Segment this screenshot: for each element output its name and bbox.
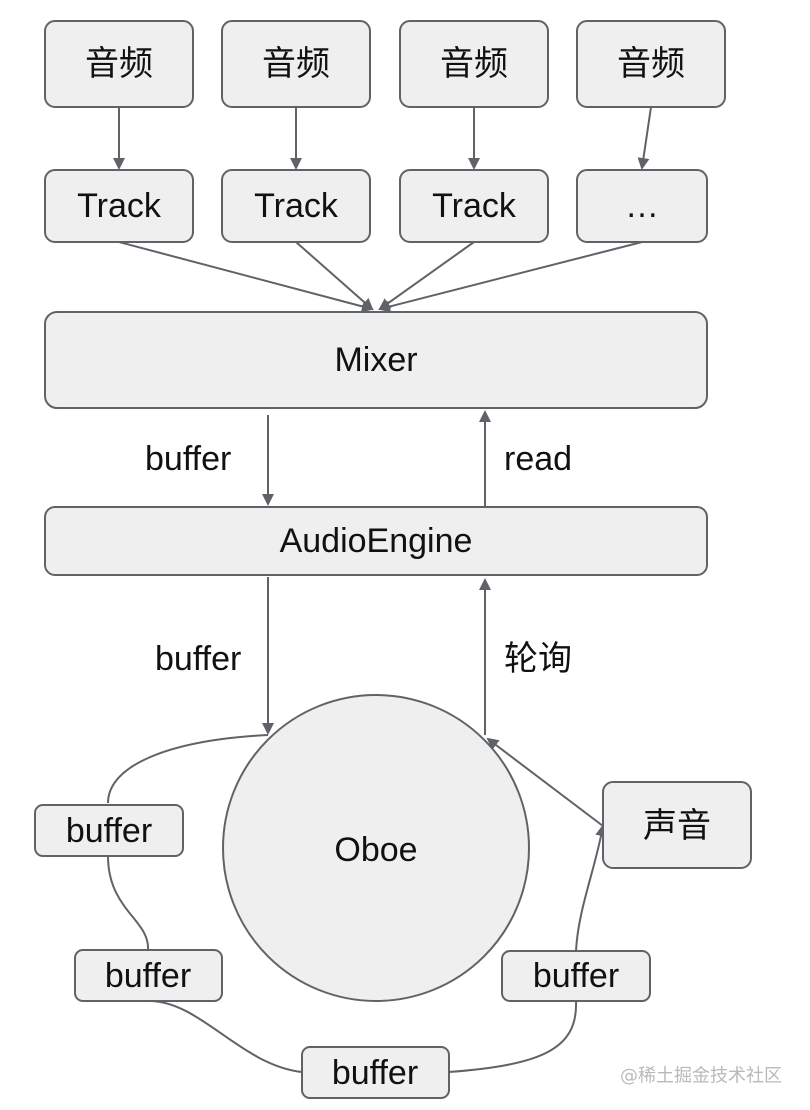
- buffer-box-1: buffer: [34, 804, 184, 857]
- track-box-3: Track: [399, 169, 549, 243]
- mixer-label: Mixer: [334, 341, 417, 379]
- edge-label-read: read: [504, 440, 572, 478]
- buffer-loop-curve-1: [107, 734, 269, 804]
- audio-source-3: 音频: [399, 20, 549, 108]
- audio-source-label: 音频: [262, 44, 330, 84]
- buffer-box-2: buffer: [74, 949, 223, 1002]
- audio-engine-box: AudioEngine: [44, 506, 708, 576]
- oboe-node: Oboe: [222, 694, 530, 1002]
- watermark-text: @稀土掘金技术社区: [620, 1066, 782, 1087]
- buffer-loop-curve-5: [575, 824, 608, 952]
- buffer-box-3: buffer: [301, 1046, 450, 1099]
- buffer-loop-curve-2: [107, 855, 150, 951]
- audio-source-label: 音频: [617, 44, 685, 84]
- track-label: Track: [254, 187, 339, 225]
- track-box-1: Track: [44, 169, 194, 243]
- audio-engine-label: AudioEngine: [280, 522, 473, 560]
- buffer-label: buffer: [66, 812, 152, 850]
- arrow-track1-mixer: [118, 241, 374, 313]
- track-box-4: …: [576, 169, 708, 243]
- edge-label-buffer: buffer: [145, 440, 231, 478]
- arrow-track2-mixer: [295, 241, 374, 311]
- track-label: Track: [432, 187, 517, 225]
- audio-source-4: 音频: [576, 20, 726, 108]
- arrow-track4-mixer: [378, 241, 643, 313]
- buffer-box-4: buffer: [501, 950, 651, 1002]
- sound-box: 声音: [602, 781, 752, 869]
- buffer-label: buffer: [105, 957, 191, 995]
- audio-source-label: 音频: [440, 44, 508, 84]
- track-box-2: Track: [221, 169, 371, 243]
- audio-source-2: 音频: [221, 20, 371, 108]
- track-label: Track: [77, 187, 162, 225]
- audio-source-label: 音频: [85, 44, 153, 84]
- arrow-sound-to-oboe: [486, 737, 604, 827]
- edge-label-buffer: buffer: [155, 640, 241, 678]
- buffer-loop-curve-3: [147, 999, 303, 1073]
- audio-source-1: 音频: [44, 20, 194, 108]
- oboe-label: Oboe: [334, 831, 417, 869]
- arrow-track3-mixer: [378, 241, 475, 311]
- sound-label: 声音: [643, 806, 711, 846]
- arrow-source4-track4: [637, 106, 652, 170]
- mixer-box: Mixer: [44, 311, 708, 409]
- edge-label-polling: 轮询: [504, 639, 572, 679]
- buffer-loop-curve-4: [448, 1000, 578, 1073]
- buffer-label: buffer: [533, 957, 619, 995]
- track-label: …: [625, 187, 659, 225]
- buffer-label: buffer: [332, 1054, 418, 1092]
